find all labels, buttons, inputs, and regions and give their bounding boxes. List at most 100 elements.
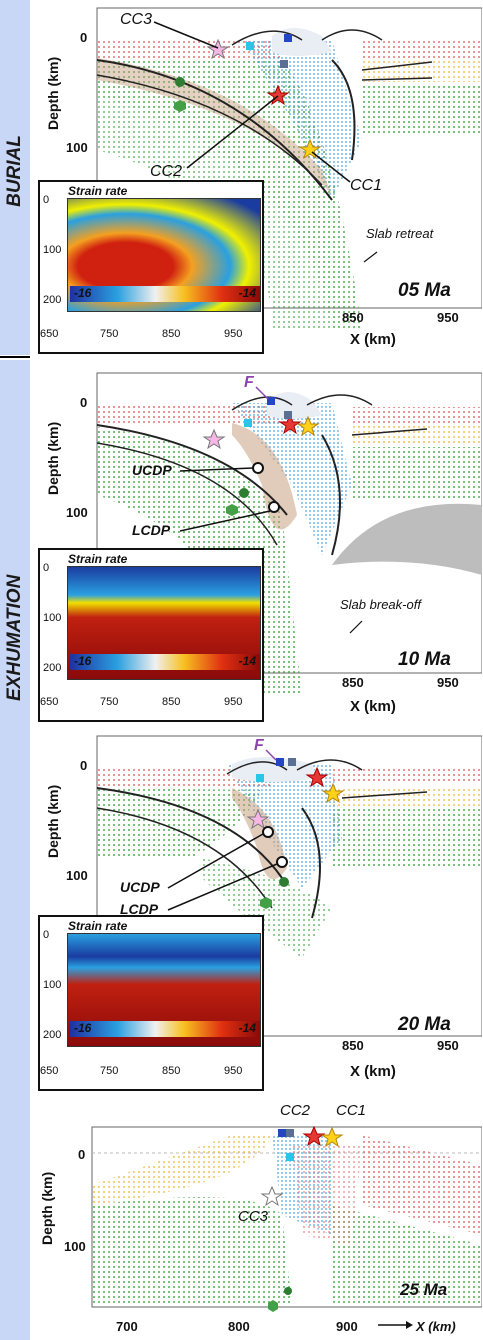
strain-rate-inset-20ma: Strain rate 0 100 200 -16 -14 650 750 85… xyxy=(38,915,264,1091)
inset-ytick-200: 200 xyxy=(43,294,62,306)
sidebar-exhumation xyxy=(0,360,30,1340)
cc3-star xyxy=(202,428,226,450)
cc1-label: CC1 xyxy=(336,1102,366,1119)
inset-xtick-650: 650 xyxy=(40,696,59,708)
cc2-star xyxy=(266,84,290,106)
inset-xtick-750: 750 xyxy=(100,328,119,340)
inset-ytick-200: 200 xyxy=(43,1029,62,1041)
marker-blue-square xyxy=(276,758,284,766)
panel-05ma: 0 100 850 950 X (km) Depth (km) CC3 CC2 … xyxy=(45,7,482,348)
colorbar-min: -16 xyxy=(74,1021,92,1035)
cc3-star xyxy=(260,1185,284,1207)
cc3-label: CC3 xyxy=(238,1208,269,1225)
age-label: 20 Ma xyxy=(397,1014,451,1035)
inset-ytick-100: 100 xyxy=(43,244,62,256)
marker-slate-square xyxy=(288,758,296,766)
ucdp-label: UCDP xyxy=(132,462,172,478)
colorbar: -16 -14 xyxy=(70,654,260,670)
marker-blue-square xyxy=(267,397,275,405)
x-axis-label: X (km) xyxy=(350,698,396,715)
strain-rate-inset-10ma: Strain rate 0 100 200 -16 -14 650 750 85… xyxy=(38,548,264,722)
cc3-star xyxy=(246,808,270,830)
y-axis-label: Depth (km) xyxy=(39,1172,55,1245)
burial-label: BURIAL xyxy=(4,135,25,207)
cc3-star xyxy=(206,38,230,60)
sidebar-burial xyxy=(0,0,30,355)
ytick-100: 100 xyxy=(66,140,88,155)
age-label: 10 Ma xyxy=(398,649,451,670)
cc1-label: CC1 xyxy=(350,177,382,194)
cc2-label: CC2 xyxy=(280,1102,311,1119)
y-axis-label: Depth (km) xyxy=(45,422,61,495)
ytick-0: 0 xyxy=(80,30,87,45)
strain-rate-inset-05ma: Strain rate 0 100 200 -16 -14 650 750 85… xyxy=(38,180,264,354)
cc2-star xyxy=(278,413,302,435)
f-label: F xyxy=(244,374,255,391)
x-axis-label: X (km) xyxy=(415,1319,456,1334)
ucdp-point xyxy=(262,826,274,838)
marker-slate-square xyxy=(286,1129,294,1137)
ytick-100: 100 xyxy=(66,868,88,883)
cc1-star xyxy=(298,138,322,160)
colorbar-max: -14 xyxy=(238,286,256,300)
inset-xtick-850: 850 xyxy=(162,696,181,708)
marker-cyan-square xyxy=(246,42,254,50)
inset-xtick-650: 650 xyxy=(40,328,59,340)
ytick-100: 100 xyxy=(64,1239,86,1254)
marker-cyan-square xyxy=(256,774,264,782)
f-label: F xyxy=(254,737,265,754)
marker-blue-square xyxy=(284,34,292,42)
lcdp-label: LCDP xyxy=(120,901,159,917)
inset-xtick-950: 950 xyxy=(224,696,243,708)
xtick-850: 850 xyxy=(342,675,364,690)
slab-gray xyxy=(332,503,482,575)
inset-ytick-0: 0 xyxy=(43,194,50,206)
marker-cyan-square xyxy=(244,419,252,427)
panel-25ma: 0 100 700 800 900 X (km) Depth (km) CC2 … xyxy=(39,1102,482,1334)
marker-green-hexagon xyxy=(174,100,186,112)
xtick-800: 800 xyxy=(228,1319,250,1334)
slab-breakoff-label: Slab break-off xyxy=(340,597,422,612)
cc2-label: CC2 xyxy=(150,163,182,180)
subduction-channel xyxy=(97,58,332,195)
xtick-700: 700 xyxy=(116,1319,138,1334)
cc2-star xyxy=(305,766,329,788)
slab-retreat-label: Slab retreat xyxy=(366,226,435,241)
ytick-100: 100 xyxy=(66,505,88,520)
inset-ytick-100: 100 xyxy=(43,612,62,624)
marker-green-hexagon xyxy=(260,897,272,909)
section-divider xyxy=(0,356,30,358)
xtick-850: 850 xyxy=(342,1038,364,1053)
inset-xtick-850: 850 xyxy=(162,328,181,340)
marker-green-circle xyxy=(239,488,249,498)
inset-title: Strain rate xyxy=(68,552,128,566)
marker-green-hexagon xyxy=(226,504,238,516)
xtick-950: 950 xyxy=(437,1038,459,1053)
inset-xtick-750: 750 xyxy=(100,1065,119,1077)
ytick-0: 0 xyxy=(80,758,87,773)
inset-ytick-0: 0 xyxy=(43,562,50,574)
x-axis-label: X (km) xyxy=(350,1063,396,1080)
marker-green-circle xyxy=(284,1287,292,1295)
lcdp-point xyxy=(268,501,280,513)
inset-xtick-650: 650 xyxy=(40,1065,59,1077)
marker-green-circle xyxy=(175,77,185,87)
ucdp-label: UCDP xyxy=(120,879,160,895)
inset-ytick-100: 100 xyxy=(43,979,62,991)
inset-xtick-950: 950 xyxy=(224,1065,243,1077)
xtick-950: 950 xyxy=(437,675,459,690)
inset-ytick-200: 200 xyxy=(43,662,62,674)
lcdp-point xyxy=(276,856,288,868)
inset-xtick-750: 750 xyxy=(100,696,119,708)
ucdp-point xyxy=(252,462,264,474)
inset-xtick-950: 950 xyxy=(224,328,243,340)
cc1-star xyxy=(320,1126,344,1148)
y-axis-label: Depth (km) xyxy=(45,785,61,858)
xtick-950: 950 xyxy=(437,310,459,325)
ytick-0: 0 xyxy=(78,1147,85,1162)
colorbar-max: -14 xyxy=(238,1021,256,1035)
colorbar: -16 -14 xyxy=(70,286,260,302)
cc3-label: CC3 xyxy=(120,11,152,28)
inset-title: Strain rate xyxy=(68,919,128,933)
marker-slate-square xyxy=(284,411,292,419)
